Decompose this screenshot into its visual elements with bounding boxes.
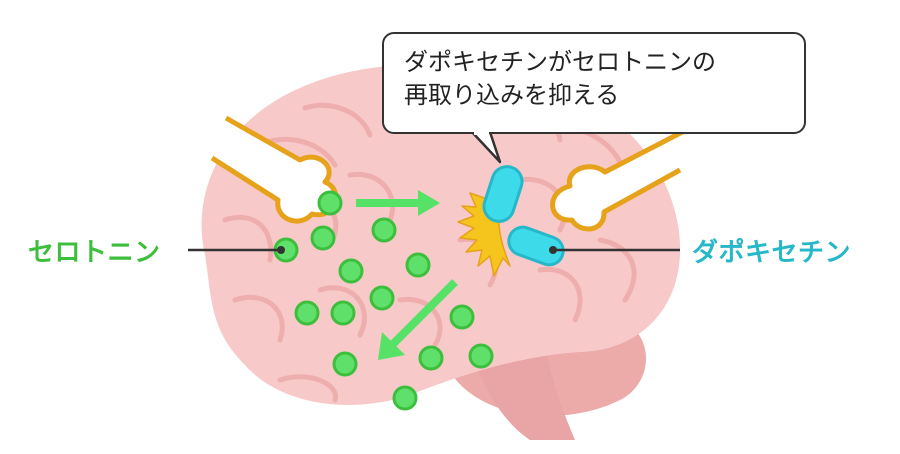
callout-box: ダポキセチンがセロトニンの 再取り込みを抑える [382, 32, 806, 134]
serotonin-particle [449, 304, 475, 330]
serotonin-particle [392, 385, 418, 411]
serotonin-particle [310, 225, 336, 251]
serotonin-particle [369, 285, 395, 311]
callout-tail [471, 131, 502, 164]
serotonin-particle [317, 190, 343, 216]
serotonin-particle [371, 217, 397, 243]
dapoxetine-label: ダポキセチン [692, 238, 852, 268]
serotonin-particle [405, 252, 431, 278]
serotonin-particle [338, 258, 364, 284]
dapoxetine-capsule [507, 225, 565, 267]
callout-line-2: 再取り込みを抑える [404, 81, 620, 109]
release-arrow [356, 190, 440, 216]
leader-lines [188, 246, 680, 254]
dapoxetine-capsule [482, 165, 524, 223]
serotonin-label: セロトニン [28, 238, 161, 268]
callout-tail-joint [474, 130, 489, 135]
serotonin-particles [273, 190, 494, 411]
serotonin-particle [332, 351, 358, 377]
serotonin-particle [330, 300, 356, 326]
serotonin-particle [418, 345, 444, 371]
postsynaptic-neuron [550, 125, 692, 232]
serotonin-particle [468, 343, 494, 369]
diffusion-arrow [378, 279, 458, 360]
callout-line-1: ダポキセチンがセロトニンの [404, 48, 716, 76]
serotonin-particle [294, 300, 320, 326]
